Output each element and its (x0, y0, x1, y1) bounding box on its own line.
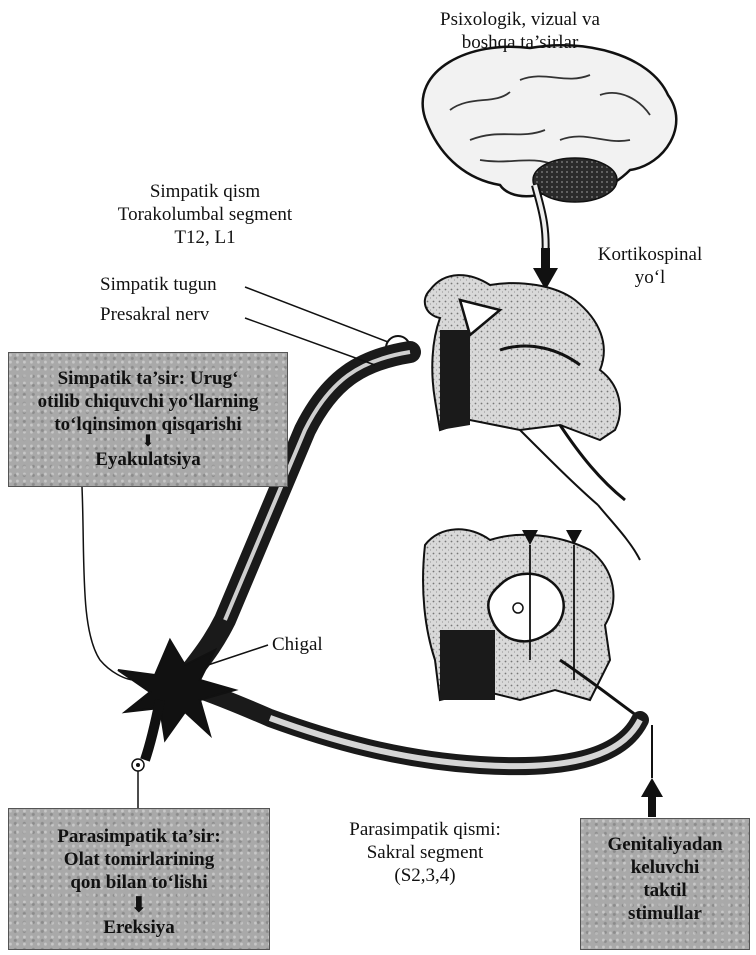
spinal-cord-thoracolumbar-icon (425, 275, 625, 505)
sympathetic-effect-box: Simpatik ta’sir: Urug‘ otilib chiquvchi … (8, 352, 288, 487)
parasympathetic-effect-line-2: Olat tomirlarining (9, 848, 269, 871)
corticospinal-label: Kortikospinal yo‘l (580, 243, 720, 289)
brain-stimuli-label: Psixologik, vizual va boshqa ta’sirlar (395, 8, 645, 54)
sympathetic-effect-line-1: Simpatik ta’sir: Urug‘ (9, 367, 287, 390)
genital-stimuli-line-1: Genitaliyadan (581, 833, 749, 856)
sympathetic-box-connector (82, 487, 135, 680)
genital-stimuli-line-2: keluvchi (581, 856, 749, 879)
sympathetic-effect-result: Eyakulatsiya (9, 448, 287, 471)
plexus-ganglion-icon (118, 640, 235, 808)
parasympathetic-effect-box: Parasimpatik ta’sir: Olat tomirlarining … (8, 808, 270, 950)
presacral-nerve-label: Presakral nerv (100, 303, 209, 326)
down-arrow-icon: ⬇ (9, 436, 287, 448)
parasympathetic-part-label: Parasimpatik qismi: Sakral segment (S2,3… (330, 818, 520, 887)
sympathetic-node-label: Simpatik tugun (100, 273, 217, 296)
down-arrow-icon: ⬇ (9, 894, 269, 916)
genital-stimuli-arrow (641, 725, 663, 817)
brain-icon (423, 45, 677, 260)
sympathetic-effect-line-2: otilib chiquvchi yo‘llarning (9, 390, 287, 413)
parasympathetic-effect-line-3: qon bilan to‘lishi (9, 871, 269, 894)
parasympathetic-effect-result: Ereksiya (9, 916, 269, 939)
sympathetic-node-leader (245, 287, 388, 342)
corticospinal-arrow (533, 248, 558, 290)
sympathetic-part-label: Simpatik qism Torakolumbal segment T12, … (100, 180, 310, 249)
genital-stimuli-line-4: stimullar (581, 902, 749, 925)
genital-stimuli-line-3: taktil (581, 879, 749, 902)
plexus-label: Chigal (272, 633, 323, 656)
parasympathetic-effect-line-1: Parasimpatik ta’sir: (9, 825, 269, 848)
spinal-cord-sacral-icon (423, 529, 640, 718)
genital-stimuli-box: Genitaliyadan keluvchi taktil stimullar (580, 818, 750, 950)
